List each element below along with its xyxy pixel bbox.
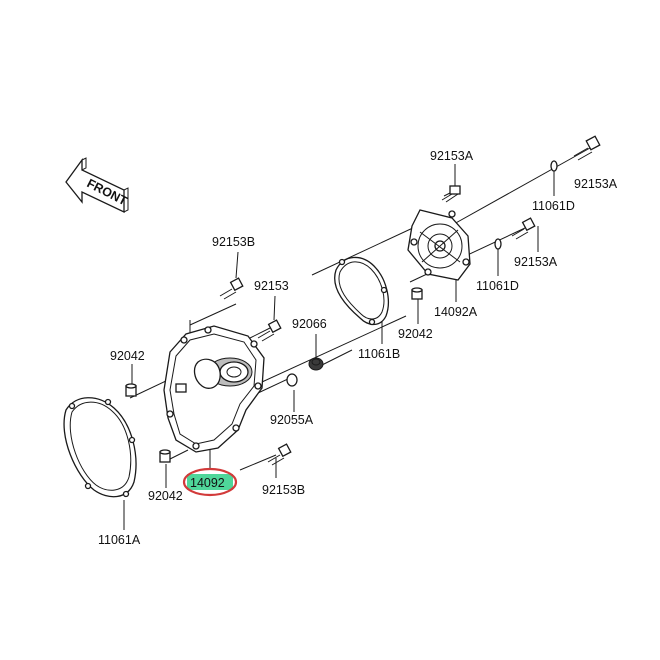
oring-92055a <box>286 373 298 387</box>
highlight-14092 <box>182 467 238 497</box>
label-11061a: 11061A <box>98 533 141 547</box>
plug-92066 <box>308 357 324 371</box>
label-92153: 92153 <box>254 279 289 293</box>
label-92153a-top-right: 92153A <box>574 177 618 191</box>
gasket-11061b <box>334 256 389 326</box>
label-92055a: 92055A <box>270 413 314 427</box>
label-92153b-bottom: 92153B <box>262 483 305 497</box>
bolt-92153a-mid-right <box>511 217 536 240</box>
label-92153b-left-top: 92153B <box>212 235 255 249</box>
pin-92042-left-top <box>125 383 137 397</box>
bolt-92153a-top <box>441 185 461 203</box>
cover-14092a <box>407 209 471 281</box>
bolt-92153b-left-top <box>219 277 244 300</box>
label-14092: 14092 <box>190 476 225 490</box>
label-11061d-mid: 11061D <box>476 279 519 293</box>
label-92042-left-bottom: 92042 <box>148 489 183 503</box>
cover-14092 <box>163 325 265 453</box>
washer-11061d-mid <box>494 238 502 250</box>
label-92153a-mid-right: 92153A <box>514 255 558 269</box>
bolt-92153a-top-right <box>573 135 601 161</box>
label-14092a: 14092A <box>434 305 478 319</box>
label-92042-mid: 92042 <box>398 327 433 341</box>
label-92153a-top: 92153A <box>430 149 474 163</box>
bolt-92153 <box>257 319 282 342</box>
gasket-11061a <box>63 397 137 498</box>
label-11061b: 11061B <box>358 347 400 361</box>
label-92042-left-top: 92042 <box>110 349 145 363</box>
part-labels: 92153A 92153A 11061D 92153A 11061D 14092… <box>98 149 618 547</box>
bolt-92153b-bottom <box>267 443 292 466</box>
label-92066: 92066 <box>292 317 327 331</box>
label-11061d-top: 11061D <box>532 199 575 213</box>
front-arrow: FRONT <box>65 157 130 214</box>
pin-92042-left-bottom <box>159 449 171 463</box>
pin-92042-mid <box>411 287 423 300</box>
washer-11061d-top <box>550 160 558 172</box>
